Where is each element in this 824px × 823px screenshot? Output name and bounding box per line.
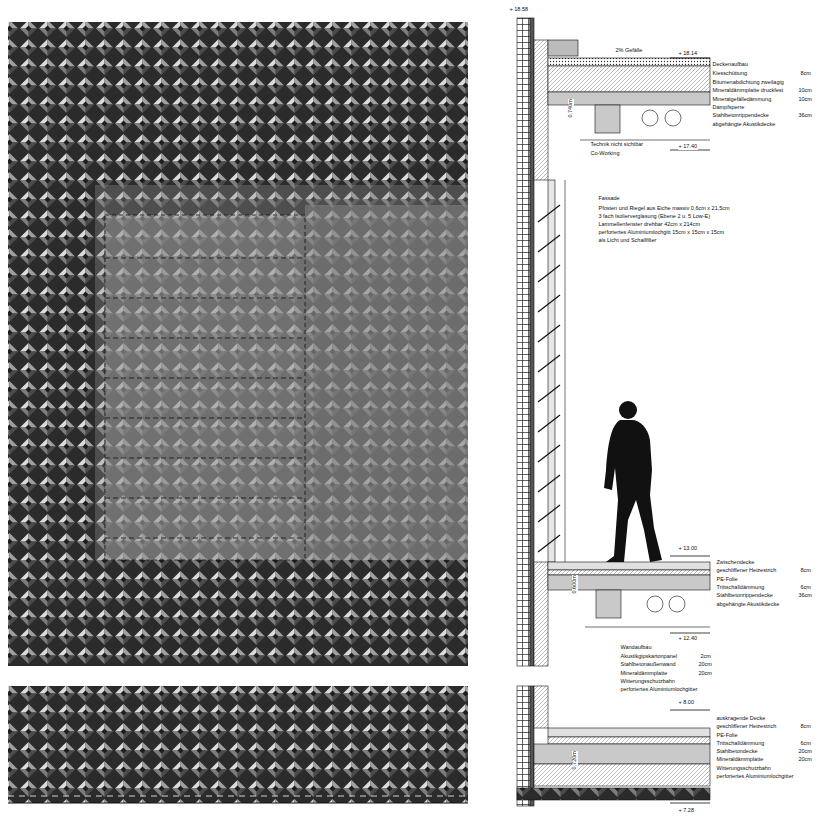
dimension-label: 0.740m (568, 99, 574, 118)
elevation (8, 22, 468, 803)
annotation-label: Stahlbetonrippendecke (716, 593, 773, 599)
annotation-label: Mineralgefälledämmung (712, 97, 772, 103)
annotation-label: perforiertes Aluminiumlochgitter (716, 774, 794, 780)
annotation-label: 2% Gefälle (615, 48, 643, 54)
annotation-label: Stahlbetonrippendecke (712, 113, 769, 119)
annotation-label: 20cm (798, 749, 812, 755)
annotation-label: geschliffener Heizestrich (716, 724, 777, 730)
annotation-label: Dampfsperre (712, 105, 745, 111)
annotation-label: Pfosten und Riegel aus Eiche massiv 0,6c… (598, 206, 730, 212)
annotation-label: 6cm (800, 741, 811, 747)
annotation-label: perforiertes Aluminiumlochgitt 15cm x 15… (598, 230, 725, 236)
annotation-label: + 12.40 (678, 636, 698, 642)
annotation-label: + 13.00 (678, 546, 698, 552)
annotation-label: Trittschalldämmung (716, 741, 765, 747)
annotation-label: Fassade (598, 196, 620, 202)
annotation-label: 36cm (798, 113, 812, 119)
annotation-label: Kiesschüttung (712, 71, 748, 77)
annotation-label: + 7.28 (678, 808, 694, 814)
annotation-label: Co-Working (590, 151, 620, 157)
annotation-label: Akustikgipskartonpanel (620, 654, 678, 660)
annotation-label: geschliffener Heizestrich (716, 568, 777, 574)
annotation-label: Mineraldämmplatte druckfest (712, 88, 784, 94)
annotation-label: Mineraldämmplatte (620, 671, 668, 677)
annotation-label: + 18.14 (678, 51, 698, 57)
annotation-label: Stahlbetondecke (716, 749, 758, 755)
annotation-label: 8cm (800, 724, 811, 730)
annotation-label: Witterungsschutzbahn (620, 679, 675, 685)
annotation-label: 36cm (798, 593, 812, 599)
annotation-label: Bitumenabdichtung zweilagig (712, 80, 784, 86)
annotation-label: Witterungsschutzbahn (716, 766, 771, 772)
annotation-label: 10cm (798, 97, 812, 103)
annotation-label: Mineraldämmplatte (716, 757, 764, 763)
annotation-label: perforiertes Aluminiumlochgitter (620, 687, 698, 693)
annotation-label: 20cm (698, 671, 712, 677)
annotation-label: 8cm (800, 568, 811, 574)
annotation-label: 20cm (698, 662, 712, 668)
annotation-label: 3 fach Isolierverglasung (Ebene 2 u. 5 L… (598, 214, 711, 220)
annotation-label: 8cm (800, 71, 811, 77)
annotation-label: als Licht und Schallfilter (598, 238, 657, 244)
annotation-label: abgehängte Akustikdecke (712, 122, 776, 128)
dimension-label: 0.600m (572, 575, 578, 594)
annotation-label: Zwischendecke (716, 560, 755, 566)
annotation-label: Stahlbetonaußenwand (620, 662, 676, 668)
dimension-label: 0.720m (572, 751, 578, 770)
annotation-label: auskragende Decke (716, 716, 766, 722)
annotation-label: + 8.00 (678, 700, 694, 706)
person-silhouette (604, 401, 662, 562)
annotation-label: 6cm (800, 585, 811, 591)
annotation-label: 2cm (700, 654, 711, 660)
annotation-label: Deckenaufbau (712, 62, 748, 68)
section (517, 18, 710, 806)
annotation-label: Trittschalldämmung (716, 585, 765, 591)
annotation-label: abgehängte Akustikdecke (716, 602, 780, 608)
annotation-label: 10cm (798, 88, 812, 94)
annotation-label: Lammellenfenster drehbar 42cm x 214cm (598, 222, 701, 228)
annotation-label: PE-Folie (716, 733, 738, 739)
annotation-label: Wandaufbau (620, 645, 652, 651)
annotation-label: PE-Folie (716, 577, 738, 583)
annotation-label: 20cm (798, 757, 812, 763)
annotation-label: + 18.58 (509, 7, 529, 13)
annotation-label: + 17.40 (678, 144, 698, 150)
annotation-label: Technik nicht sichtbar (590, 142, 644, 148)
